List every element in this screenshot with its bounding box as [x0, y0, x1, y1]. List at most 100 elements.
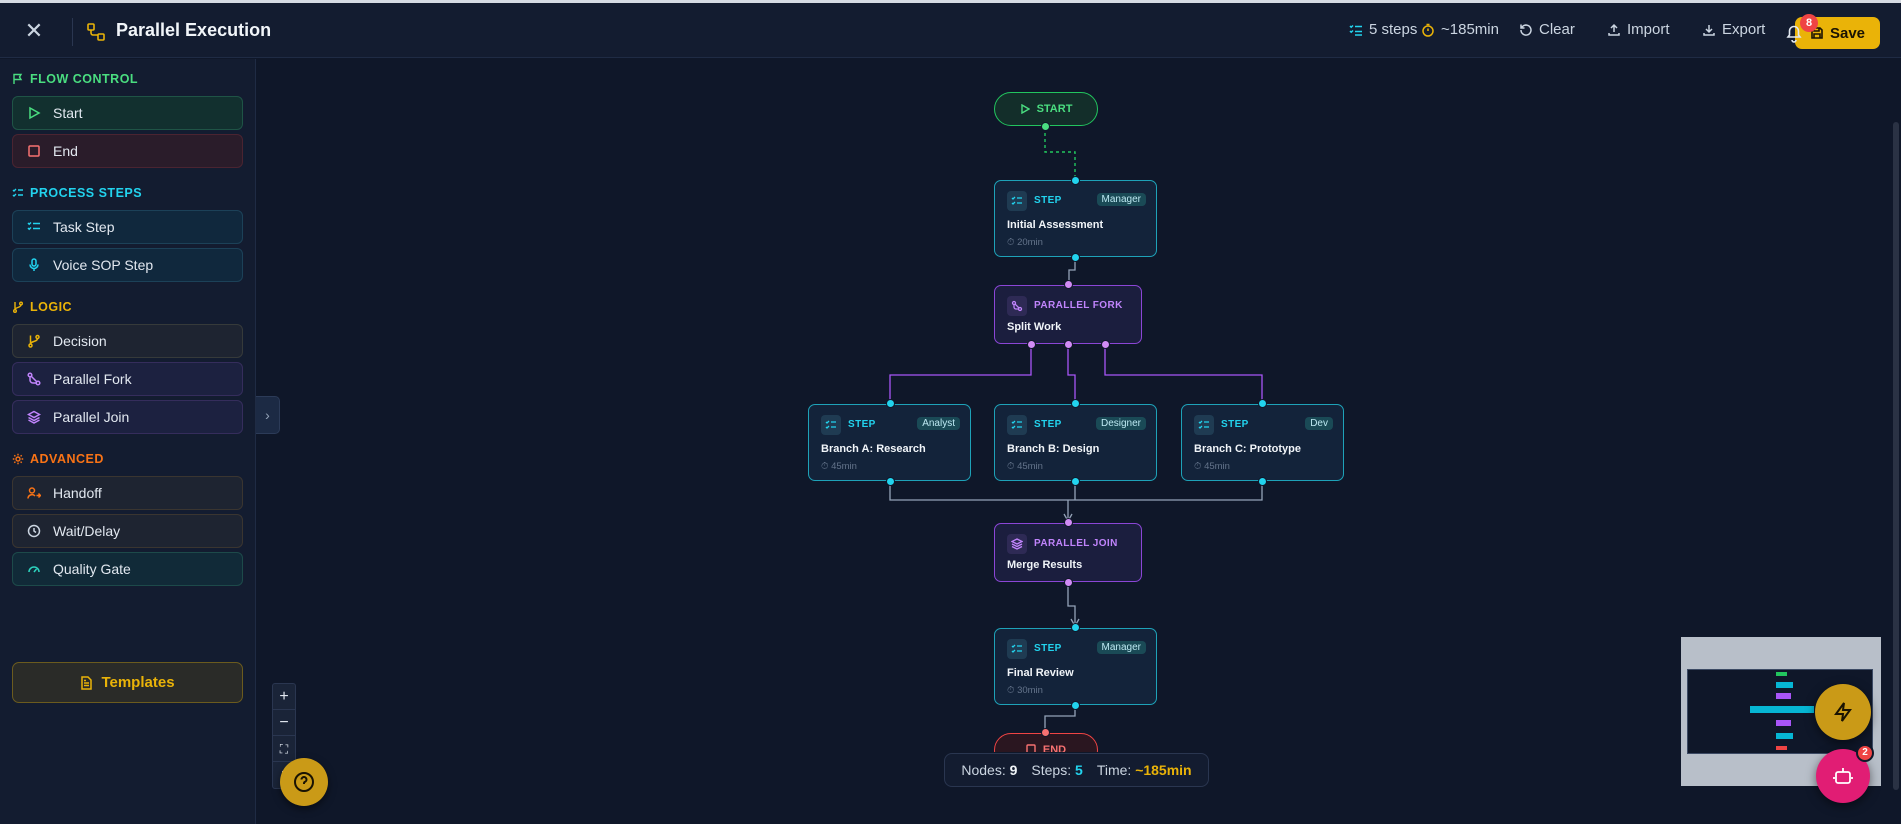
section-title: ADVANCED [30, 452, 104, 466]
handle-initial-out[interactable] [1071, 253, 1080, 262]
ai-assistant-button[interactable] [1816, 749, 1870, 803]
quick-actions-button[interactable] [1815, 684, 1871, 740]
node-duration: ⏱ 20min [1007, 237, 1043, 248]
handle-join-in[interactable] [1064, 518, 1073, 527]
palette-item-label: Parallel Fork [53, 371, 132, 387]
handle-branch-b-out[interactable] [1071, 477, 1080, 486]
palette-item-label: End [53, 143, 78, 159]
handle-branch-b-in[interactable] [1071, 399, 1080, 408]
help-circle-icon [294, 772, 314, 792]
export-button[interactable]: Export [1702, 21, 1765, 38]
git-branch-icon [28, 334, 40, 348]
import-label: Import [1627, 21, 1670, 38]
handle-fork-out-a[interactable] [1027, 340, 1036, 349]
palette-item-decision[interactable]: Decision [12, 324, 243, 358]
help-button[interactable] [280, 758, 328, 806]
handle-branch-a-out[interactable] [886, 477, 895, 486]
node-type: PARALLEL JOIN [1034, 538, 1118, 549]
handle-branch-a-in[interactable] [886, 399, 895, 408]
nodes-stat: Nodes: 9 [961, 762, 1017, 778]
close-button[interactable]: ✕ [24, 18, 44, 43]
handle-branch-c-out[interactable] [1258, 477, 1267, 486]
flow-node-start[interactable]: START [994, 92, 1098, 126]
play-icon [29, 106, 41, 120]
list-checks-icon [1194, 415, 1214, 435]
flow-node-branch-a[interactable]: STEP Analyst Branch A: Research ⏱ 45min [808, 404, 971, 481]
palette-item-start[interactable]: Start [12, 96, 243, 130]
handle-fork-in[interactable] [1064, 280, 1073, 289]
node-type: STEP [848, 419, 876, 430]
minimap-node-join [1776, 720, 1791, 726]
palette-item-end[interactable]: End [12, 134, 243, 168]
palette-item-parallel-fork[interactable]: Parallel Fork [12, 362, 243, 396]
time-stat-label: Time: [1096, 762, 1132, 778]
node-palette-sidebar: FLOW CONTROL Start End PROCESS STEPS Tas… [0, 59, 256, 824]
nodes-stat-value: 9 [1009, 762, 1018, 778]
duration-value: 30min [1017, 685, 1043, 696]
handle-branch-c-in[interactable] [1258, 399, 1267, 408]
handle-start-out[interactable] [1041, 122, 1050, 131]
handle-fork-out-b[interactable] [1064, 340, 1073, 349]
node-title: Final Review [1007, 667, 1074, 679]
fit-view-button[interactable]: ⛶ [273, 736, 295, 762]
palette-item-label: Task Step [53, 219, 115, 235]
node-type: STEP [1034, 419, 1062, 430]
section-title: LOGIC [30, 300, 73, 314]
palette-item-label: Parallel Join [53, 409, 130, 425]
git-branch-icon [13, 301, 23, 313]
palette-item-parallel-join[interactable]: Parallel Join [12, 400, 243, 434]
download-icon [1703, 24, 1715, 36]
minimap-node-end [1776, 746, 1787, 750]
flow-node-branch-b[interactable]: STEP Designer Branch B: Design ⏱ 45min [994, 404, 1157, 481]
flow-node-parallel-fork[interactable]: PARALLEL FORK Split Work [994, 285, 1142, 344]
window-top-edge [0, 0, 1901, 3]
handle-final-out[interactable] [1071, 701, 1080, 710]
flow-stats-bar: Nodes: 9 Steps: 5 Time: ~185min [944, 753, 1209, 787]
list-checks-icon [27, 221, 40, 231]
node-title: Branch C: Prototype [1194, 443, 1301, 455]
handle-join-out[interactable] [1064, 578, 1073, 587]
clear-button[interactable]: Clear [1519, 21, 1575, 38]
duration-value: 45min [1204, 461, 1230, 472]
import-button[interactable]: Import [1607, 21, 1670, 38]
list-checks-icon [12, 188, 23, 197]
list-checks-icon [1007, 639, 1027, 659]
palette-item-voice-sop-step[interactable]: Voice SOP Step [12, 248, 243, 282]
palette-item-label: Start [53, 105, 83, 121]
palette-item-label: Wait/Delay [53, 523, 121, 539]
steps-count-label: 5 steps [1369, 21, 1418, 38]
flow-node-initial-assessment[interactable]: STEP Manager Initial Assessment ⏱ 20min [994, 180, 1157, 257]
handle-end-in[interactable] [1041, 728, 1050, 737]
flow-node-branch-c[interactable]: STEP Dev Branch C: Prototype ⏱ 45min [1181, 404, 1344, 481]
canvas-scrollbar[interactable] [1893, 122, 1899, 790]
templates-button[interactable]: Templates [12, 662, 243, 703]
handle-initial-in[interactable] [1071, 176, 1080, 185]
handle-fork-out-c[interactable] [1101, 340, 1110, 349]
zoom-out-button[interactable]: − [273, 710, 295, 736]
gauge-icon [28, 566, 40, 573]
assistant-badge: 2 [1856, 744, 1874, 762]
time-estimate: ~185min [1421, 21, 1499, 38]
minimap-node-branches [1750, 706, 1814, 713]
zoom-in-button[interactable]: + [273, 684, 295, 710]
expand-panel-toggle[interactable]: › [256, 396, 280, 434]
flow-node-parallel-join[interactable]: PARALLEL JOIN Merge Results [994, 523, 1142, 582]
flow-node-final-review[interactable]: STEP Manager Final Review ⏱ 30min [994, 628, 1157, 705]
palette-item-wait-delay[interactable]: Wait/Delay [12, 514, 243, 548]
node-title: Split Work [1007, 321, 1062, 333]
section-process-steps: PROCESS STEPS [12, 186, 142, 200]
handle-final-in[interactable] [1071, 623, 1080, 632]
palette-item-label: Handoff [53, 485, 102, 501]
role-badge: Analyst [917, 417, 960, 430]
role-badge: Manager [1096, 641, 1146, 654]
layers-icon [1007, 534, 1027, 554]
palette-item-handoff[interactable]: Handoff [12, 476, 243, 510]
cog-icon [12, 453, 24, 465]
minimap-node-initial [1776, 682, 1793, 688]
palette-item-quality-gate[interactable]: Quality Gate [12, 552, 243, 586]
bell-icon[interactable] [1785, 23, 1803, 43]
square-icon [28, 145, 40, 157]
time-estimate-label: ~185min [1441, 21, 1499, 38]
role-badge: Designer [1095, 417, 1146, 430]
palette-item-task-step[interactable]: Task Step [12, 210, 243, 244]
